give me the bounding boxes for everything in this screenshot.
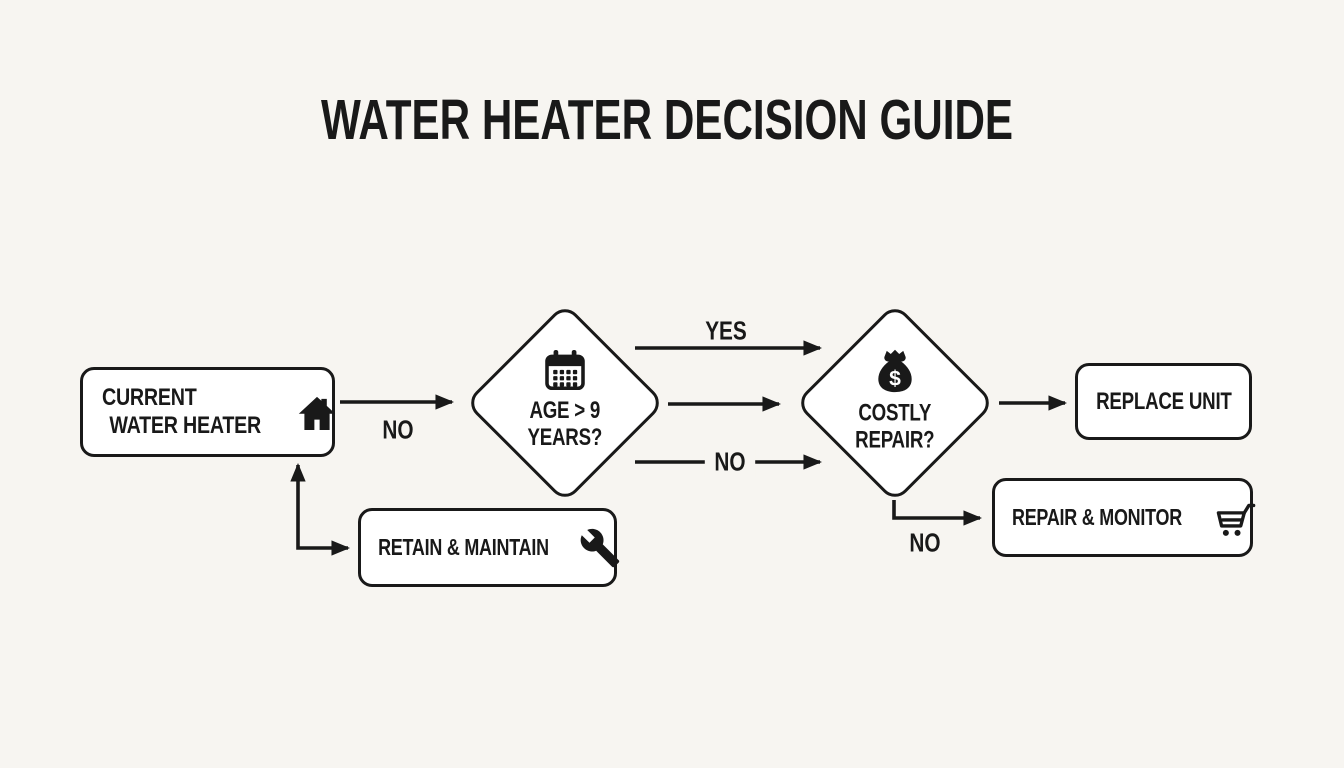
wrench-icon <box>579 527 621 569</box>
money-bag-icon: $ <box>873 346 917 396</box>
costly-repair-content: $ COSTLY REPAIR? <box>815 346 975 455</box>
replace-unit-label: REPLACE UNIT <box>1095 387 1232 415</box>
age-question-label: AGE > 9 YEARS? <box>527 397 603 452</box>
costly-repair-line1: COSTLY <box>858 399 932 427</box>
page-title: WATER HEATER DECISION GUIDE <box>320 88 1014 152</box>
edge-label-yes-age-to-costly: YES <box>705 315 747 346</box>
shopping-cart-icon <box>1211 498 1257 538</box>
edge-label-no-costly-to-repair: NO <box>909 527 941 558</box>
edge-label-no-current-to-age: NO <box>382 414 414 445</box>
house-icon <box>296 393 338 432</box>
repair-and-monitor-label: REPAIR & MONITOR <box>1011 504 1182 530</box>
age-question-content: AGE > 9 YEARS? <box>485 348 645 452</box>
retain-and-maintain-label: RETAIN & MAINTAIN <box>377 534 549 560</box>
node-replace-unit: REPLACE UNIT <box>1075 363 1252 440</box>
current-water-heater-line2: WATER HEATER <box>109 412 261 439</box>
costly-repair-line2: REPAIR? <box>855 426 935 454</box>
age-question-line1: AGE > 9 <box>529 397 601 425</box>
current-water-heater-line1: CURRENT <box>102 384 197 412</box>
edge-costly-to-repair-no <box>892 500 983 526</box>
node-repair-and-monitor: REPAIR & MONITOR <box>992 478 1256 557</box>
edge-current-retain-loop <box>290 462 351 556</box>
node-retain-and-maintain: RETAIN & MAINTAIN <box>358 508 620 587</box>
money-bag-dollar: $ <box>889 367 901 390</box>
age-question-line2: YEARS? <box>527 424 603 451</box>
calendar-icon <box>542 348 588 393</box>
node-current-water-heater: CURRENT WATER HEATER <box>80 367 338 457</box>
current-water-heater-label: CURRENT WATER HEATER <box>102 384 261 439</box>
edge-label-no-age-to-costly: NO <box>704 446 756 478</box>
costly-repair-label: COSTLY REPAIR? <box>855 399 935 455</box>
